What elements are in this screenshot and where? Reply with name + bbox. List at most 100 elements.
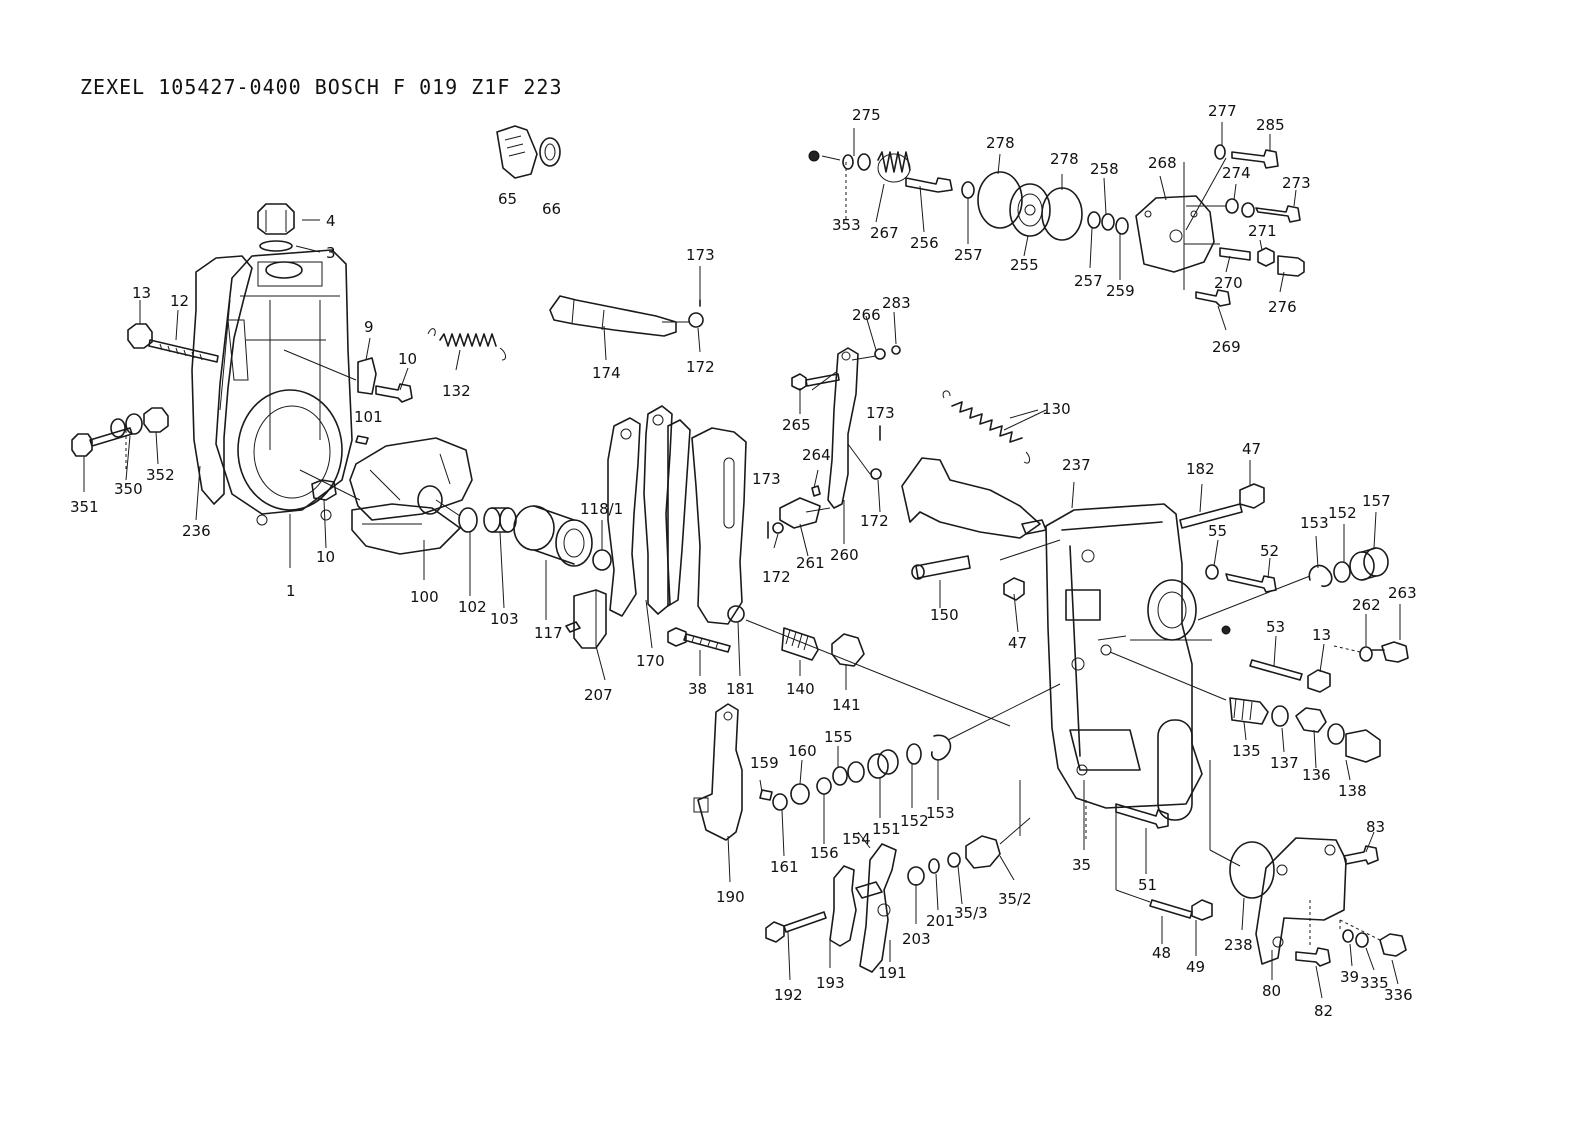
part-101-key	[355, 435, 369, 445]
part-47-bolt-left	[1003, 577, 1025, 601]
callout-273: 273	[1282, 174, 1311, 192]
callout-275: 275	[852, 106, 881, 124]
part-103-sleeve	[483, 507, 517, 533]
part-278-o-ring-left	[977, 171, 1023, 229]
callout-51: 51	[1138, 876, 1157, 894]
callout-260: 260	[830, 546, 859, 564]
part-52-bolt	[1225, 573, 1277, 593]
callout-201: 201	[926, 912, 955, 930]
callout-136: 136	[1302, 766, 1331, 784]
callout-39: 39	[1340, 968, 1359, 986]
callout-262: 262	[1352, 596, 1381, 614]
part-350-washer	[110, 418, 126, 438]
part-3-seal-ring	[259, 240, 293, 252]
callout-47-left: 47	[1008, 634, 1027, 652]
callout-157: 157	[1362, 492, 1391, 510]
callout-3: 3	[326, 244, 336, 262]
part-137-washer	[1271, 705, 1289, 727]
part-256-plunger	[905, 177, 953, 193]
callout-257-top: 257	[954, 246, 983, 264]
callout-271: 271	[1248, 222, 1277, 240]
part-275-washer	[842, 154, 854, 170]
part-135-valve	[1229, 697, 1269, 725]
part-160-washer	[790, 783, 810, 805]
callout-269: 269	[1212, 338, 1241, 356]
part-138-washer	[1327, 723, 1345, 745]
part-276-fitting	[1277, 255, 1305, 277]
part-83-bolt	[1343, 845, 1379, 865]
callout-173-top: 173	[686, 246, 715, 264]
callout-173-left: 173	[752, 470, 781, 488]
part-257-washer-top	[961, 181, 975, 199]
leader-lines	[83, 122, 1401, 999]
callout-258: 258	[1090, 160, 1119, 178]
callout-137: 137	[1270, 754, 1299, 772]
part-255-diaphragm	[1009, 183, 1051, 237]
part-157-bush	[1349, 547, 1389, 581]
part-182-pin	[1179, 503, 1243, 529]
part-336-cap	[1379, 933, 1407, 957]
part-161-washer	[772, 793, 788, 811]
callout-351: 351	[70, 498, 99, 516]
part-9-bracket	[357, 357, 377, 395]
callout-182: 182	[1186, 460, 1215, 478]
part-159-key	[759, 789, 773, 801]
callout-118-1: 118/1	[580, 500, 623, 518]
part-201-ring	[928, 858, 940, 874]
callout-151: 151	[872, 820, 901, 838]
callout-13-left: 13	[132, 284, 151, 302]
callout-237: 237	[1062, 456, 1091, 474]
callout-283: 283	[882, 294, 911, 312]
part-35-2-fitting	[965, 835, 1001, 869]
callout-47-top: 47	[1242, 440, 1261, 458]
callout-65: 65	[498, 190, 517, 208]
callout-80: 80	[1262, 982, 1281, 1000]
callout-101: 101	[354, 408, 383, 426]
part-49-nut	[1191, 899, 1213, 921]
part-273-bolt	[1255, 205, 1301, 223]
part-141-nut	[831, 633, 865, 667]
callout-160: 160	[788, 742, 817, 760]
part-100-flyweight-assembly	[349, 437, 473, 555]
callout-192: 192	[774, 986, 803, 1004]
callout-152-lower: 152	[900, 812, 929, 830]
part-153-circlip-upper	[1308, 564, 1333, 588]
callout-278-left: 278	[986, 134, 1015, 152]
callout-172-left: 172	[762, 568, 791, 586]
callout-140: 140	[786, 680, 815, 698]
part-203-washer	[907, 866, 925, 886]
callout-52: 52	[1260, 542, 1279, 560]
part-1-governor-housing	[215, 249, 353, 526]
callout-117: 117	[534, 624, 563, 642]
part-47-bolt-top	[1239, 483, 1265, 509]
callout-10-top: 10	[398, 350, 417, 368]
callout-12: 12	[170, 292, 189, 310]
callout-170: 170	[636, 652, 665, 670]
part-140-adjust-screw	[781, 627, 819, 661]
part-285-bolt	[1231, 149, 1279, 169]
part-117-sleeve	[513, 505, 593, 567]
part-155-spacer	[832, 761, 865, 786]
part-353-ball	[808, 150, 820, 162]
part-261-plate	[779, 497, 821, 529]
part-66-washer	[539, 137, 561, 167]
callout-141: 141	[832, 696, 861, 714]
part-271-nut	[1257, 247, 1275, 267]
part-152-o-ring-lower	[906, 743, 922, 765]
callout-353: 353	[832, 216, 861, 234]
callout-173-mid: 173	[866, 404, 895, 422]
parts-artwork	[71, 125, 1409, 973]
callout-161: 161	[770, 858, 799, 876]
part-268-boost-housing	[1135, 195, 1215, 273]
part-207-block	[565, 589, 607, 649]
part-118-1-shim	[592, 549, 612, 571]
callout-335: 335	[1360, 974, 1389, 992]
callout-336: 336	[1384, 986, 1413, 1004]
callout-350: 350	[114, 480, 143, 498]
part-352-nut	[143, 407, 169, 433]
callout-190: 190	[716, 888, 745, 906]
part-12-stud	[148, 339, 219, 363]
part-191-lever	[859, 843, 897, 973]
callout-268: 268	[1148, 154, 1177, 172]
part-152-o-ring-upper	[1333, 561, 1351, 583]
